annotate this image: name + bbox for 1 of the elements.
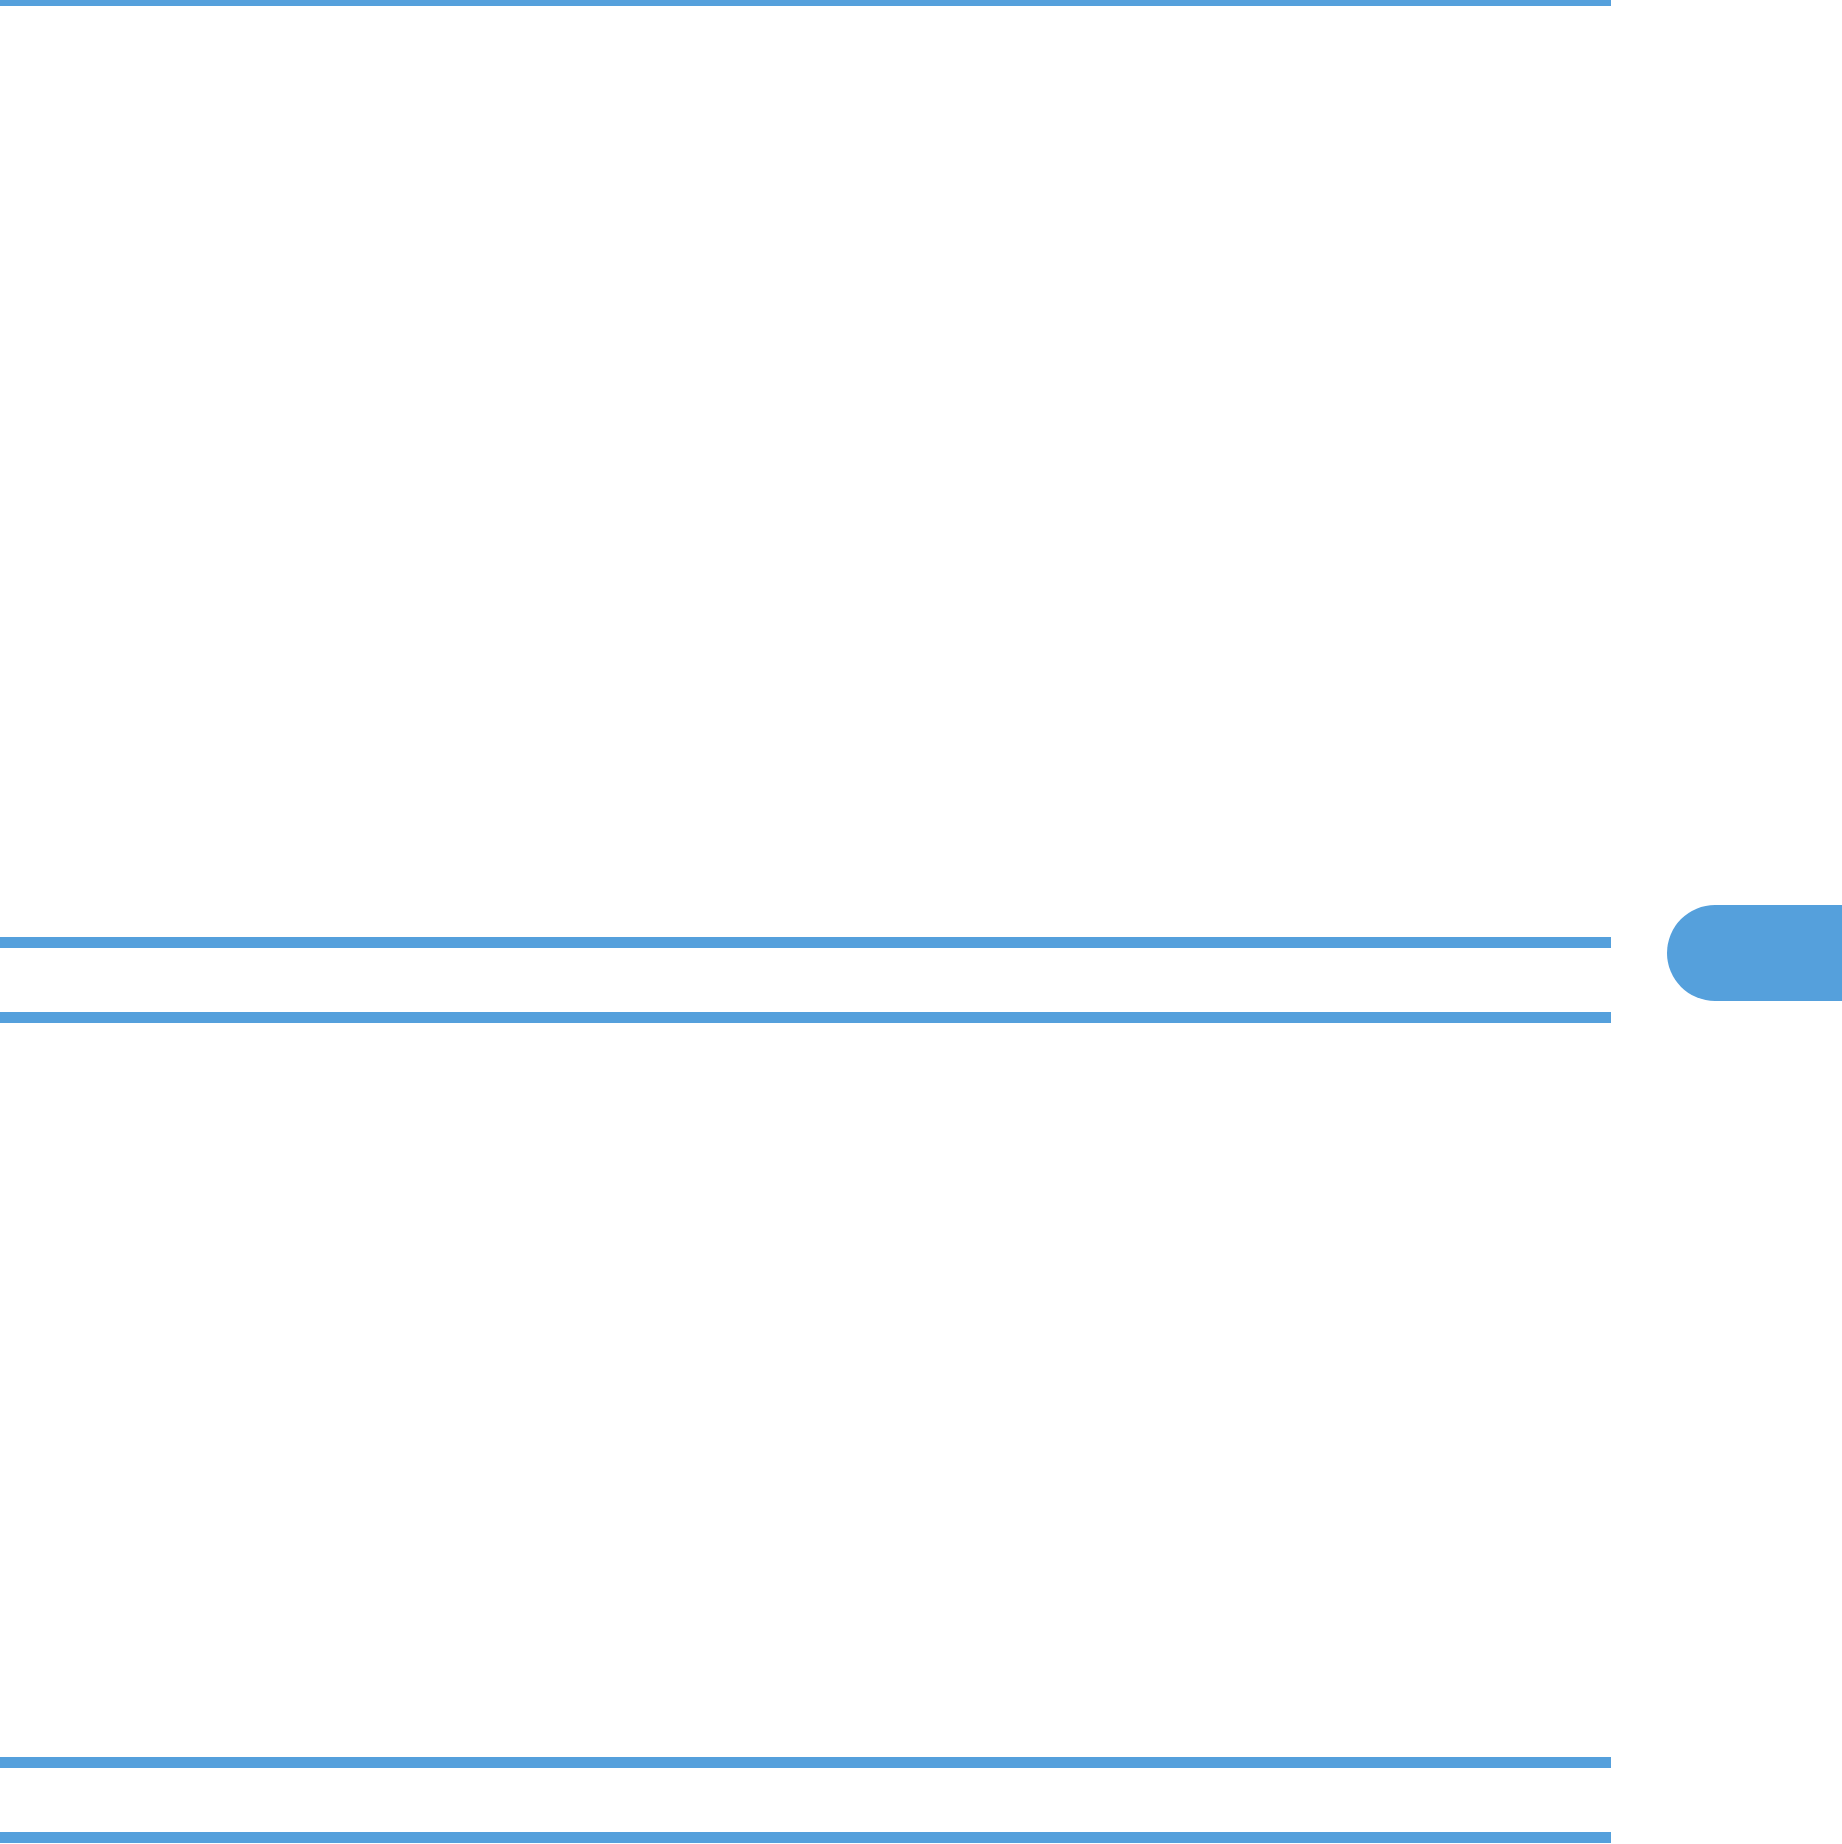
chapter-tab xyxy=(1667,905,1842,1001)
